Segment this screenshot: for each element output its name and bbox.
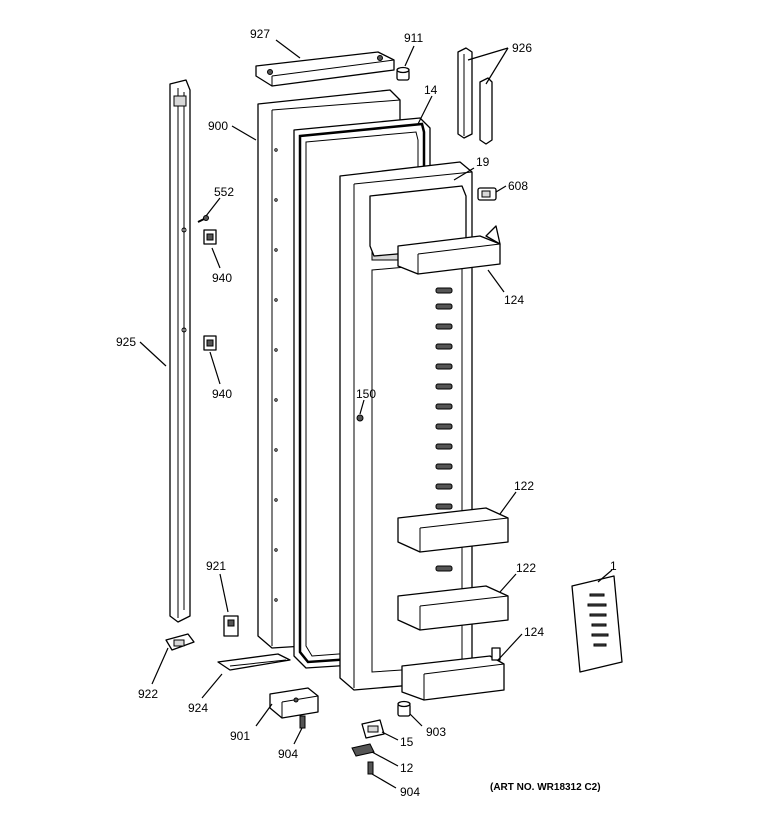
part-904-screw-upper [299, 715, 306, 729]
callout-124-upper: 124 [504, 293, 524, 307]
callout-12: 12 [400, 761, 414, 775]
part-122-bin-upper [397, 507, 509, 553]
callout-901: 901 [230, 729, 250, 743]
part-124-lower-bin [401, 647, 505, 701]
part-12-hinge-pin [351, 743, 375, 757]
callout-924: 924 [188, 701, 208, 715]
callout-124-lower: 124 [524, 625, 544, 639]
part-608-switch [477, 187, 497, 201]
part-925-trim-strip [169, 79, 191, 623]
callout-150: 150 [356, 387, 376, 401]
callout-940-upper: 940 [212, 271, 232, 285]
callout-911: 911 [404, 31, 423, 45]
callout-926: 926 [512, 41, 532, 55]
callout-921: 921 [206, 559, 226, 573]
callout-903: 903 [426, 725, 446, 739]
part-122-bin-lower [397, 585, 509, 631]
part-922-hinge [165, 633, 195, 651]
callout-552: 552 [214, 185, 234, 199]
callout-925: 925 [116, 335, 136, 349]
callout-904-upper: 904 [278, 747, 298, 761]
part-940-bracket-lower [203, 335, 217, 351]
part-124-upper-bin [397, 225, 501, 275]
callout-122-lower: 122 [516, 561, 536, 575]
part-927-top-cap [255, 51, 395, 87]
part-150-screw [356, 414, 364, 422]
callout-904-lower: 904 [400, 785, 420, 799]
callout-1: 1 [610, 559, 617, 573]
callout-900: 900 [208, 119, 228, 133]
callout-19: 19 [476, 155, 490, 169]
part-901-bottom-cap [269, 687, 319, 719]
callout-labels: 927 911 926 900 14 19 608 552 940 124 92… [116, 27, 617, 799]
part-19-inner-liner [339, 161, 473, 691]
callout-922: 922 [138, 687, 158, 701]
part-911-plug [396, 66, 410, 81]
part-15-hinge [361, 719, 385, 739]
callout-14: 14 [424, 83, 438, 97]
callout-122-upper: 122 [514, 479, 534, 493]
part-926-seal-strips [457, 47, 493, 145]
callout-940-lower: 940 [212, 387, 232, 401]
part-940-bracket-upper [203, 229, 217, 245]
callout-15: 15 [400, 735, 414, 749]
part-921-clip [223, 615, 239, 637]
part-1-manual [571, 575, 623, 673]
art-number: (ART NO. WR18312 C2) [490, 782, 601, 793]
leader-lines [139, 39, 613, 789]
part-904-screw-lower [367, 761, 374, 775]
part-552-screw [197, 215, 209, 223]
callout-927: 927 [250, 27, 270, 41]
part-924-bottom-rail [217, 653, 291, 671]
part-903-cap [397, 700, 411, 717]
callout-608: 608 [508, 179, 528, 193]
